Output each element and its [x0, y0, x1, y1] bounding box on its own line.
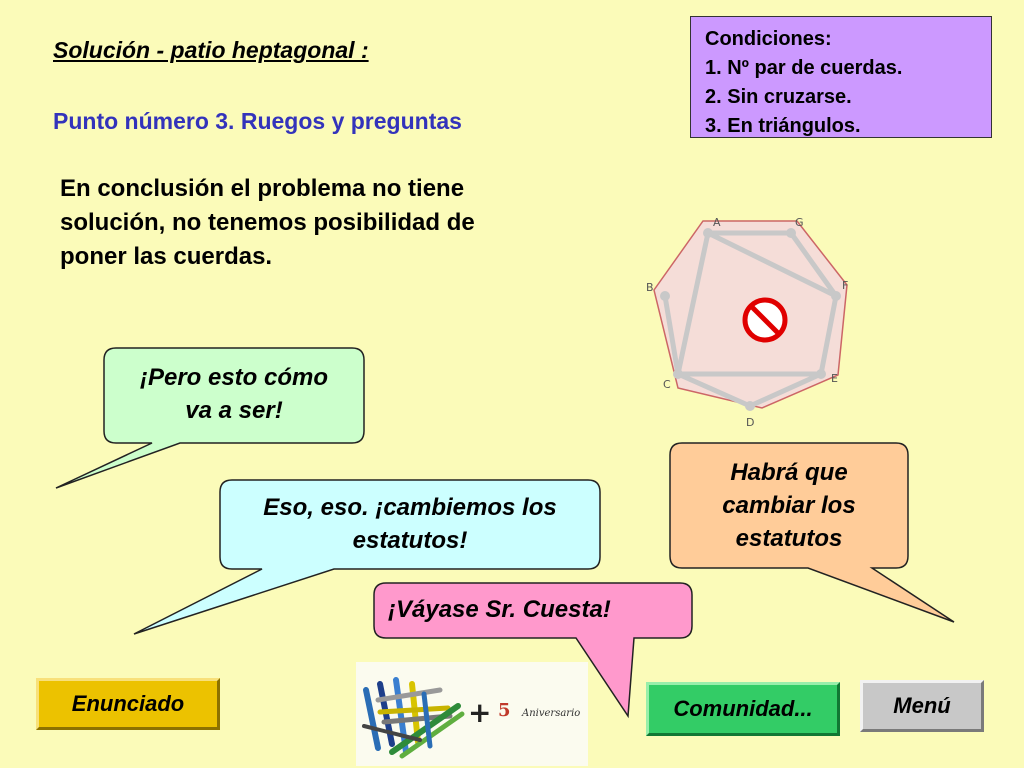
conclusion-text: En conclusión el problema no tiene soluc…: [60, 172, 580, 274]
vertex-label-e: E: [831, 372, 838, 385]
logo-sticks-icon: [362, 677, 465, 759]
chord-g-f: [788, 230, 839, 299]
vertex-label-f: F: [842, 279, 848, 292]
chord-f-e: [818, 293, 839, 377]
chord-c-d: [675, 371, 753, 409]
bubble-line: ¡Pero esto cómo: [139, 364, 329, 391]
condition-item: 1. Nº par de cuerdas.: [705, 57, 903, 79]
vertex-label-a: A: [713, 216, 721, 229]
bubble-line: estatutos!: [352, 527, 468, 554]
logo-plus-icon: +: [468, 696, 491, 729]
conclusion-line: poner las cuerdas.: [60, 243, 273, 270]
bubble-eso-text: Eso, eso. ¡cambiemos los estatutos!: [220, 491, 600, 557]
vertex-dot: [831, 291, 841, 301]
vertex-dot: [745, 401, 755, 411]
bubble-habra-shape: [669, 442, 955, 623]
vertex-dot: [673, 369, 683, 379]
conditions-heading: Condiciones:: [705, 28, 832, 50]
vertex-label-d: D: [746, 416, 754, 429]
enunciado-button[interactable]: Enunciado: [36, 678, 220, 730]
conditions-box: Condiciones: 1. Nº par de cuerdas. 2. Si…: [690, 16, 992, 138]
menu-button[interactable]: Menú: [860, 680, 984, 732]
bubble-vayase-shape: [373, 582, 693, 719]
chord-b-c: [662, 293, 681, 377]
vertex-label-b: B: [646, 281, 654, 294]
vertex-label-c: C: [663, 378, 671, 391]
vertex-dot: [660, 291, 670, 301]
bubble-line: estatutos: [735, 525, 843, 552]
bubble-line: va a ser!: [185, 397, 283, 424]
bubble-vayase-text: ¡Váyase Sr. Cuesta!: [388, 593, 611, 626]
bubble-pero-shape: [55, 347, 365, 489]
bubble-pero-text: ¡Pero esto cómo va a ser!: [104, 361, 364, 427]
vertex-dot: [816, 369, 826, 379]
conclusion-line: solución, no tenemos posibilidad de: [60, 209, 475, 236]
vertex-dots: [660, 228, 841, 411]
chord-d-e: [747, 371, 824, 409]
condition-item: 3. En triángulos.: [705, 115, 861, 137]
vertex-dot: [786, 228, 796, 238]
anniversary-logo: + 5 Aniversario: [356, 662, 588, 766]
condition-item: 2. Sin cruzarse.: [705, 86, 852, 108]
conclusion-line: En conclusión el problema no tiene: [60, 175, 465, 202]
bubble-line: ¡Váyase Sr. Cuesta!: [388, 596, 611, 623]
chord-a-c: [675, 230, 711, 377]
comunidad-button[interactable]: Comunidad...: [646, 682, 840, 736]
chords: [662, 230, 839, 409]
chord-a-f: [705, 230, 839, 299]
no-entry-icon: [742, 297, 788, 343]
bubble-habra-text: Habrá que cambiar los estatutos: [670, 456, 908, 555]
bubble-eso-shape: [133, 479, 601, 635]
bubble-line: Habrá que: [730, 459, 848, 486]
vertex-dot: [703, 228, 713, 238]
logo-text: Aniversario: [521, 708, 580, 719]
heptagon-diagram: A G F E D C B: [646, 216, 848, 429]
vertex-label-g: G: [795, 216, 804, 229]
page-title: Solución - patio heptagonal :: [53, 37, 369, 63]
page-subtitle: Punto número 3. Ruegos y preguntas: [53, 108, 462, 134]
bubble-line: cambiar los: [722, 492, 856, 519]
logo-number: 5: [498, 700, 511, 721]
bubble-line: Eso, eso. ¡cambiemos los: [263, 494, 557, 521]
